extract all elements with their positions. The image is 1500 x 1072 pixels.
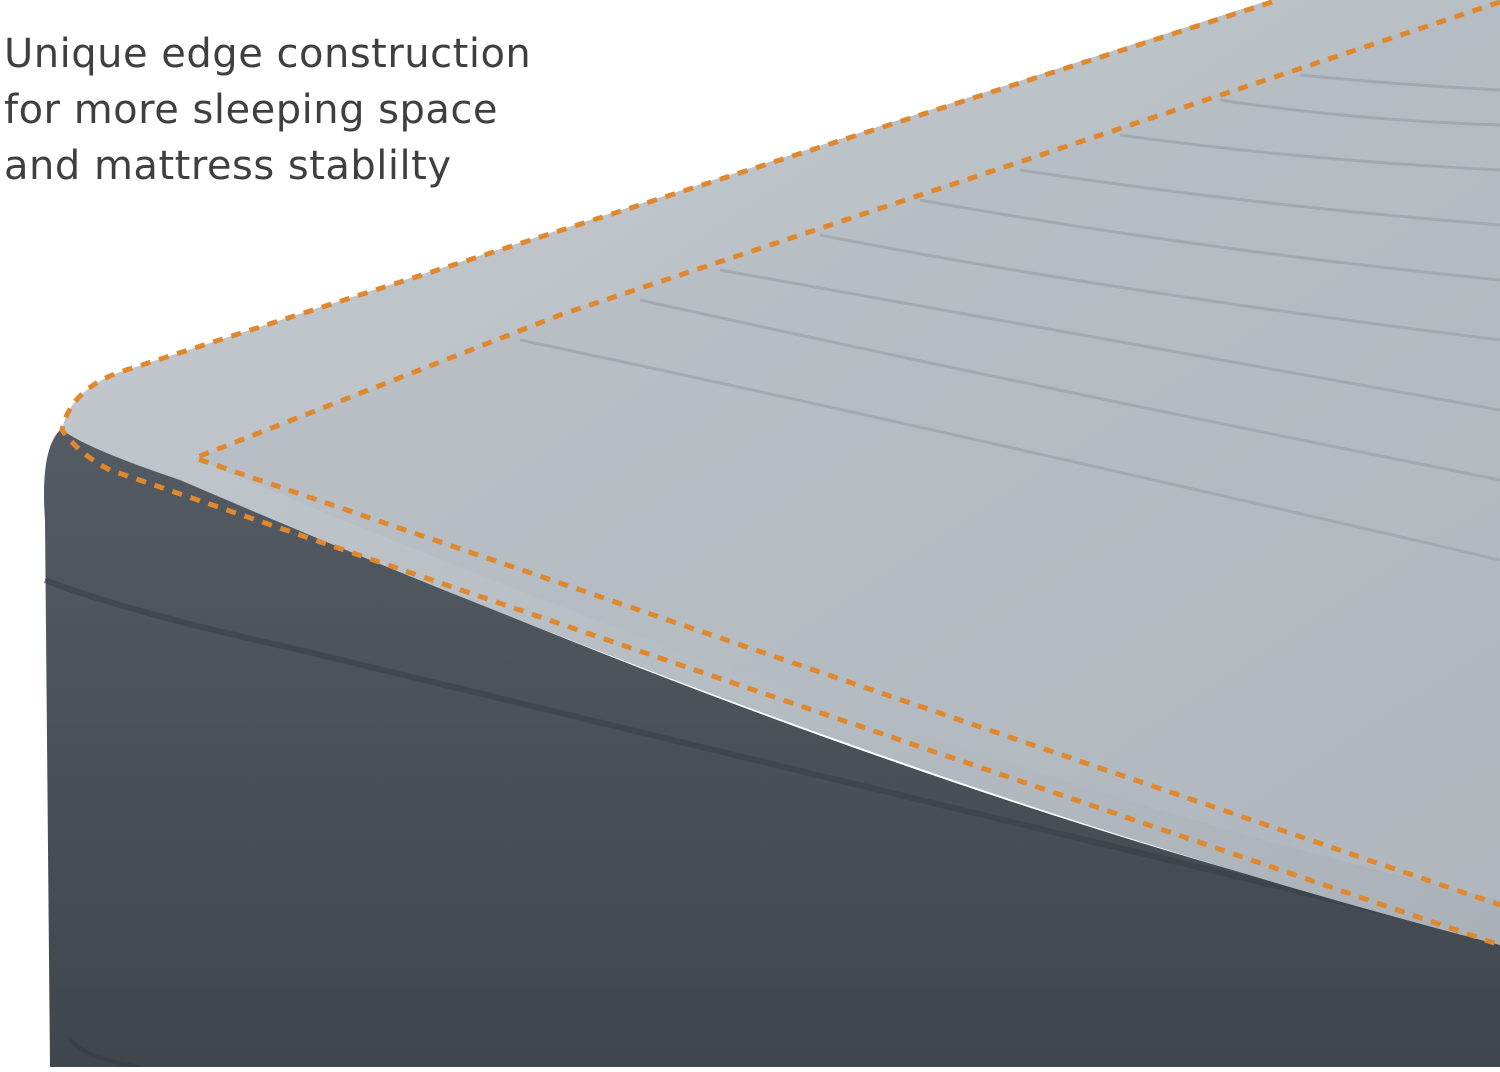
- edge-stitching: [59, 0, 1500, 948]
- caption-line-1: Unique edge construction: [4, 31, 532, 77]
- mattress-side: [44, 430, 1500, 1067]
- caption-line-2: for more sleeping space: [4, 87, 499, 133]
- caption-line-3: and mattress stablilty: [4, 143, 452, 189]
- caption: Unique edge construction for more sleepi…: [4, 26, 531, 194]
